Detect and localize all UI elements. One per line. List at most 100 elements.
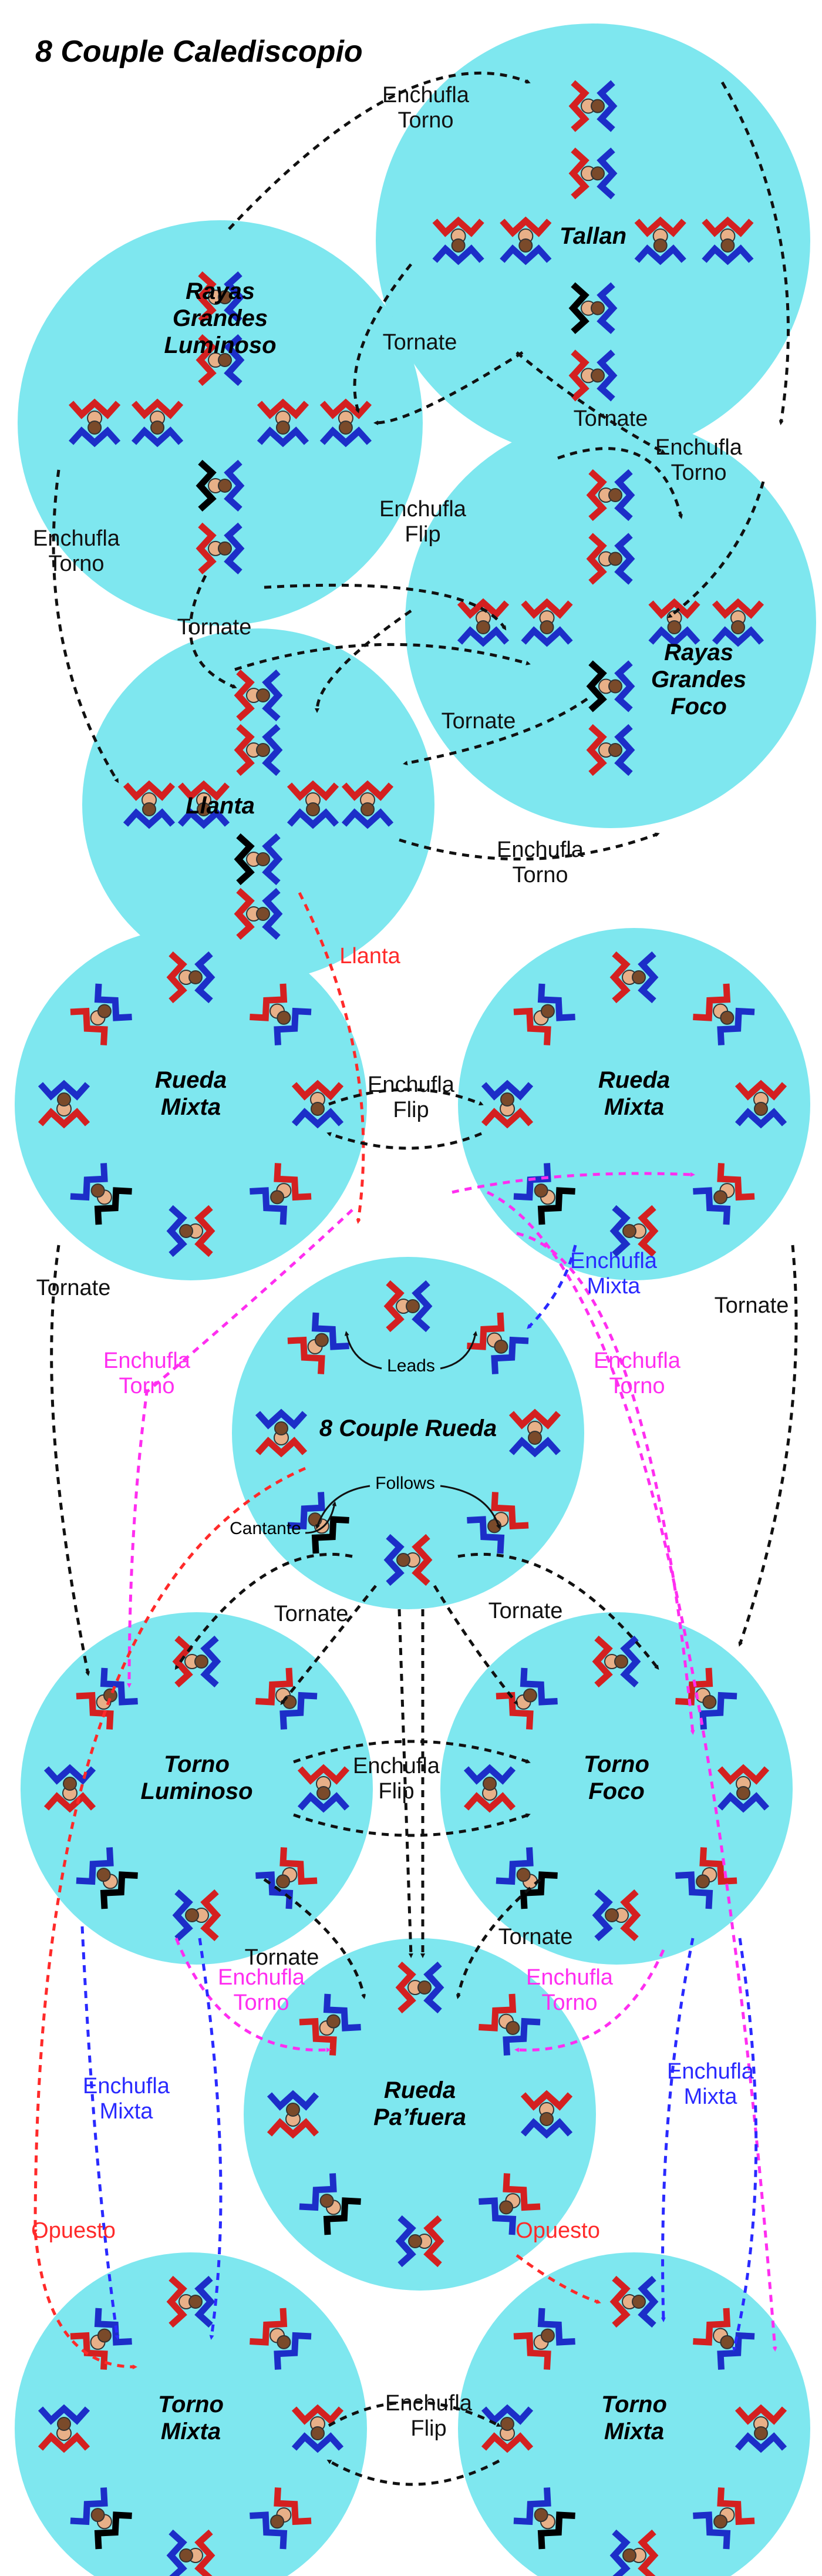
- transition-arrow: [293, 1740, 531, 1764]
- dancer-couple: [250, 2308, 312, 2370]
- transition-arrow: [516, 1232, 695, 1735]
- dancer-couple: [735, 1080, 787, 1129]
- dancer-couple: [675, 1667, 737, 1730]
- dancer-couple: [463, 1764, 516, 1813]
- dancer-couple: [234, 887, 283, 940]
- pointer-arrow: [315, 1485, 370, 1529]
- dancer-couple: [568, 80, 618, 132]
- dancer-couple: [297, 1764, 350, 1813]
- pointer-arrow: [440, 1331, 478, 1370]
- dancer-couple: [395, 2215, 444, 2268]
- transition-arrow: [234, 643, 531, 671]
- dancer-couple: [69, 398, 121, 448]
- transition-arrow: [80, 1926, 120, 2340]
- dancer-couple: [513, 2308, 575, 2370]
- transition-arrow: [280, 1585, 377, 1706]
- transition-arrow: [326, 2459, 500, 2486]
- dancer-couple: [395, 1961, 444, 2014]
- transition-arrow: [353, 263, 412, 413]
- dancer-couple: [38, 2404, 90, 2453]
- pointer-arrow: [344, 1331, 382, 1370]
- transition-arrow: [315, 609, 412, 713]
- dancer-couple: [479, 1993, 541, 2056]
- dancer-couple: [479, 2173, 541, 2235]
- dancer-couple: [299, 2173, 361, 2235]
- transition-arrow: [456, 1878, 541, 1999]
- dancer-couple: [586, 724, 635, 776]
- dancer-couple: [609, 2529, 659, 2576]
- dancer-couple: [496, 1667, 558, 1730]
- dancer-couple: [634, 216, 686, 265]
- dancer-couple: [717, 1764, 770, 1813]
- opuesto-left-label: Opuesto: [31, 2218, 116, 2243]
- dancer-couple: [76, 1847, 138, 1909]
- transition-arrow: [264, 583, 507, 631]
- transition-arrow: [298, 892, 365, 1224]
- transition-arrow: [32, 1467, 306, 2369]
- dancer-couple: [267, 2090, 319, 2139]
- dancer-couple: [131, 398, 184, 448]
- dancer-couple: [693, 2308, 755, 2370]
- tornate-lower-left-label: Tornate: [274, 1602, 349, 1626]
- dancer-couple: [166, 2529, 215, 2576]
- transition-arrow: [516, 2254, 601, 2304]
- transition-arrow: [174, 1553, 353, 1670]
- dancer-couple: [383, 1534, 433, 1586]
- dancer-couple: [521, 598, 573, 647]
- dancer-couple: [70, 983, 132, 1045]
- dancer-couple: [568, 349, 618, 402]
- transition-arrow: [452, 1172, 695, 1194]
- torno-mixta-right-dancers: [481, 2275, 787, 2576]
- dancer-couple: [432, 216, 484, 265]
- transition-arrow: [263, 1878, 366, 1999]
- dancer-couple: [196, 522, 245, 574]
- dancer-couple: [234, 833, 283, 886]
- tornate-mid-left-label: Tornate: [177, 615, 252, 640]
- dancer-couple: [70, 2487, 132, 2550]
- rayas-grandes-foco-circle: [405, 417, 816, 828]
- dancer-couple: [609, 1205, 659, 1257]
- dancer-couple: [568, 147, 618, 200]
- dancer-couple: [693, 2487, 755, 2550]
- dancer-couple: [481, 2404, 534, 2453]
- transition-arrow: [486, 1191, 777, 2352]
- dancer-couple: [457, 598, 510, 647]
- rayas-grandes-luminoso-circle: [18, 220, 423, 625]
- tallan-dancers: [432, 80, 754, 402]
- follows-label: Follows: [375, 1474, 435, 1493]
- dancer-couple: [287, 1312, 349, 1374]
- leads-label: Leads: [387, 1356, 435, 1376]
- opuesto-right-label: Opuesto: [516, 2218, 600, 2243]
- transition-arrow: [373, 351, 524, 425]
- dancer-couple: [70, 1163, 132, 1225]
- tallan-label: Tallan: [560, 223, 626, 249]
- dancer-couple: [712, 598, 764, 647]
- transition-arrow: [516, 351, 666, 454]
- transition-arrow: [50, 1245, 90, 1676]
- dancer-couple: [520, 2090, 573, 2139]
- transition-arrow: [399, 832, 660, 861]
- llanta-dancers: [123, 669, 394, 940]
- transition-arrow: [720, 81, 790, 425]
- dancer-couple: [257, 398, 309, 448]
- dancer-couple: [299, 1993, 361, 2056]
- transition-arrow: [397, 1609, 413, 1958]
- dancer-couple: [508, 1408, 561, 1458]
